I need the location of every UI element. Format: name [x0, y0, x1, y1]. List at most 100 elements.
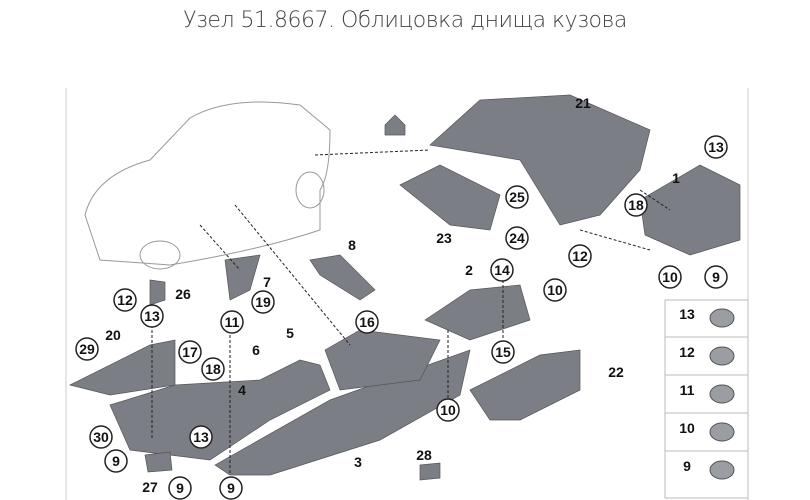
legend-number: 9: [683, 458, 691, 474]
legend-number: 13: [679, 306, 695, 322]
callout-9: 9: [704, 265, 728, 289]
callout-circle: [658, 265, 682, 289]
callout-number: 13: [144, 308, 160, 324]
callout-number: 25: [509, 189, 525, 205]
callout-8: 8: [348, 237, 356, 253]
callout-number: 27: [142, 479, 158, 495]
underbody-panels: [68, 94, 741, 481]
callout-circle: [505, 226, 529, 250]
callout-circle: [505, 185, 529, 209]
legend-item-10: 10: [665, 412, 748, 442]
callout-circle: [543, 278, 567, 302]
callout-19: 19: [251, 290, 275, 314]
callout-number: 24: [509, 230, 525, 246]
callout-5: 5: [286, 325, 294, 341]
legend-number: 11: [680, 382, 695, 398]
callout-circle: [220, 310, 244, 334]
callout-number: 12: [117, 292, 133, 308]
callout-number: 10: [440, 402, 456, 418]
callout-10: 10: [658, 265, 682, 289]
fastener-icon: [709, 346, 735, 366]
callout-29: 29: [75, 337, 99, 361]
callout-number: 5: [286, 325, 294, 341]
callout-17: 17: [178, 340, 202, 364]
callout-number: 14: [494, 262, 510, 278]
callout-13: 13: [704, 135, 728, 159]
callout-6: 6: [252, 342, 260, 358]
callout-14: 14: [490, 258, 514, 282]
callout-circle: [704, 265, 728, 289]
callout-number: 13: [708, 139, 724, 155]
callout-3: 3: [354, 454, 362, 470]
callout-9: 9: [219, 476, 243, 500]
callout-15: 15: [491, 340, 515, 364]
callout-number: 11: [225, 314, 240, 330]
legend-item-12: 12: [665, 336, 748, 366]
callout-23: 23: [436, 230, 452, 246]
callout-circle: [436, 398, 460, 422]
callout-22: 22: [608, 364, 624, 380]
callout-number: 29: [79, 341, 95, 357]
callout-number: 3: [354, 454, 362, 470]
legend-number: 12: [679, 344, 695, 360]
callout-number: 30: [93, 429, 109, 445]
legend-item-11: 11: [665, 374, 748, 404]
callout-13: 13: [140, 304, 164, 328]
callout-number: 9: [176, 480, 184, 496]
callout-27: 27: [142, 479, 158, 495]
callout-number: 23: [436, 230, 452, 246]
callout-9: 9: [168, 476, 192, 500]
callout-number: 9: [712, 269, 720, 285]
callout-18: 18: [624, 193, 648, 217]
fastener-icon: [709, 460, 735, 480]
callout-28: 28: [416, 447, 432, 463]
callout-number: 12: [572, 248, 588, 264]
callout-26: 26: [175, 286, 191, 302]
callout-number: 21: [575, 95, 591, 111]
callout-number: 15: [495, 344, 511, 360]
callout-circle: [624, 193, 648, 217]
callout-circle: [113, 288, 137, 312]
callout-20: 20: [105, 327, 121, 343]
callout-circle: [178, 340, 202, 364]
callout-12: 12: [568, 244, 592, 268]
legend-item-9: 9: [665, 450, 748, 480]
callout-number: 26: [175, 286, 191, 302]
callout-circle: [89, 425, 113, 449]
callout-11: 11: [220, 310, 244, 334]
callout-number: 18: [205, 361, 221, 377]
car-outline: [84, 101, 331, 270]
fastener-icon: [709, 308, 735, 328]
callout-number: 10: [662, 269, 678, 285]
callout-number: 22: [608, 364, 624, 380]
callout-10: 10: [543, 278, 567, 302]
callout-number: 9: [227, 480, 235, 496]
callout-number: 16: [359, 314, 375, 330]
callout-number: 28: [416, 447, 432, 463]
callout-number: 6: [252, 342, 260, 358]
callout-number: 13: [193, 429, 209, 445]
callout-number: 4: [238, 382, 246, 398]
callout-circle: [491, 340, 515, 364]
callout-number: 18: [628, 197, 644, 213]
callout-12: 12: [113, 288, 137, 312]
callout-9: 9: [104, 449, 128, 473]
callout-number: 2: [465, 262, 473, 278]
callout-number: 9: [112, 453, 120, 469]
callout-circle: [355, 310, 379, 334]
callout-1: 1: [672, 170, 680, 186]
callout-10: 10: [436, 398, 460, 422]
callout-circle: [219, 476, 243, 500]
leader-lines: [151, 149, 671, 475]
callout-24: 24: [505, 226, 529, 250]
legend-box: [664, 299, 749, 499]
callout-number: 19: [255, 294, 271, 310]
callout-circle: [189, 425, 213, 449]
callout-16: 16: [355, 310, 379, 334]
callout-circle: [251, 290, 275, 314]
fastener-icon: [709, 422, 735, 442]
callout-2: 2: [465, 262, 473, 278]
legend-item-13: 13: [679, 306, 735, 328]
